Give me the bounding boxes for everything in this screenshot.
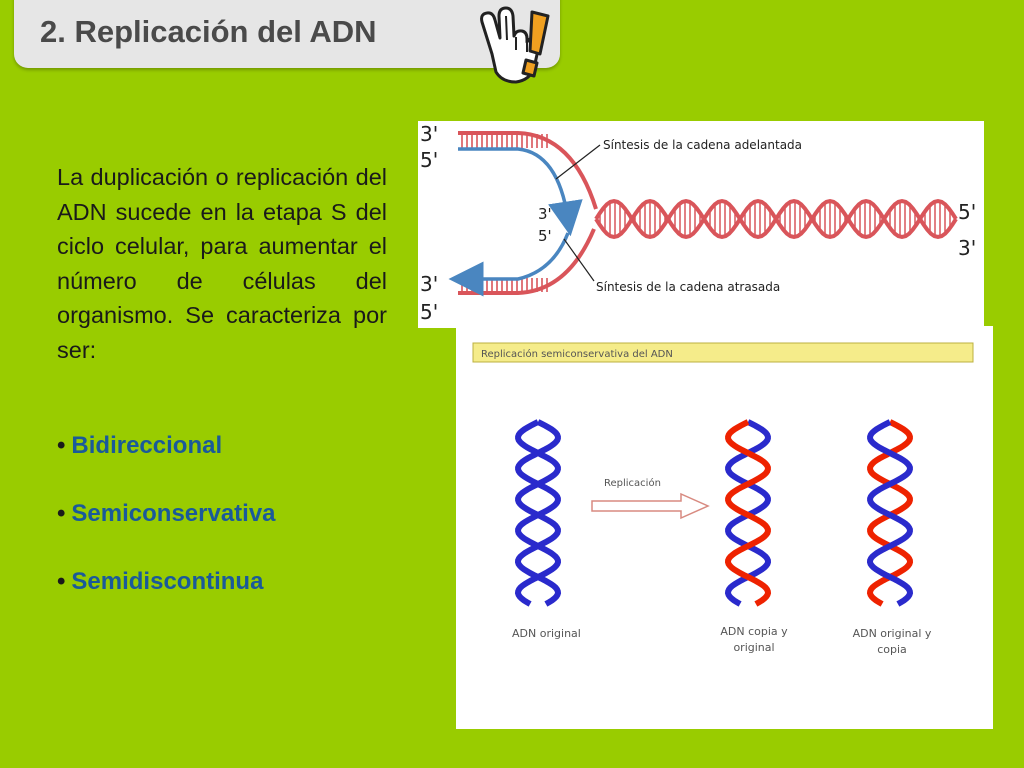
lagging-strand-label: Síntesis de la cadena atrasada xyxy=(596,280,780,294)
original-label: ADN original xyxy=(512,627,581,640)
semiconservative-diagram: Replicación semiconservativa del ADN Rep… xyxy=(456,326,993,729)
bullet-item: •Semidiscontinua xyxy=(57,568,264,595)
bullet-item: •Bidireccional xyxy=(57,432,223,459)
copy-label: original xyxy=(733,641,774,654)
copy-label: ADN copia y xyxy=(720,625,788,638)
leading-strand-label: Síntesis de la cadena adelantada xyxy=(603,138,802,152)
bullet-text: Semidiscontinua xyxy=(71,568,264,595)
fork-label-3prime: 3' xyxy=(420,272,438,296)
hand-pointer-icon xyxy=(480,6,550,84)
bullet-item: •Semiconservativa xyxy=(57,500,276,527)
slide-title: 2. Replicación del ADN xyxy=(40,14,377,49)
fork-label-3prime: 3' xyxy=(538,205,552,223)
helix-strand xyxy=(514,419,562,607)
fork-label-5prime: 5' xyxy=(538,227,552,245)
bullet-text: Semiconservativa xyxy=(71,500,276,527)
description-paragraph: La duplicación o replicación del ADN suc… xyxy=(57,164,387,363)
helix-strand xyxy=(724,419,772,607)
fork-label-5prime: 5' xyxy=(958,200,976,224)
diagram-header: Replicación semiconservativa del ADN xyxy=(481,348,673,360)
property-list: •Bidireccional •Semiconservativa •Semidi… xyxy=(57,432,387,636)
fork-label-3prime: 3' xyxy=(420,122,438,146)
fork-label-5prime: 5' xyxy=(420,300,438,324)
replication-arrow-icon xyxy=(591,492,710,520)
fork-label-3prime: 3' xyxy=(958,236,976,260)
fork-label-5prime: 5' xyxy=(420,148,438,172)
mixed-label: ADN original y xyxy=(853,627,932,640)
helix-strand xyxy=(866,419,914,607)
bullet-text: Bidireccional xyxy=(71,432,223,459)
arrow-label: Replicación xyxy=(604,477,661,489)
title-bar: 2. Replicación del ADN xyxy=(14,0,560,68)
replication-fork-diagram: 3' 5' 3' 5' 3' 5' 5' 3' Síntesis de la c… xyxy=(418,121,984,328)
exclamation-icon xyxy=(521,10,550,78)
mixed-label: copia xyxy=(877,643,907,656)
